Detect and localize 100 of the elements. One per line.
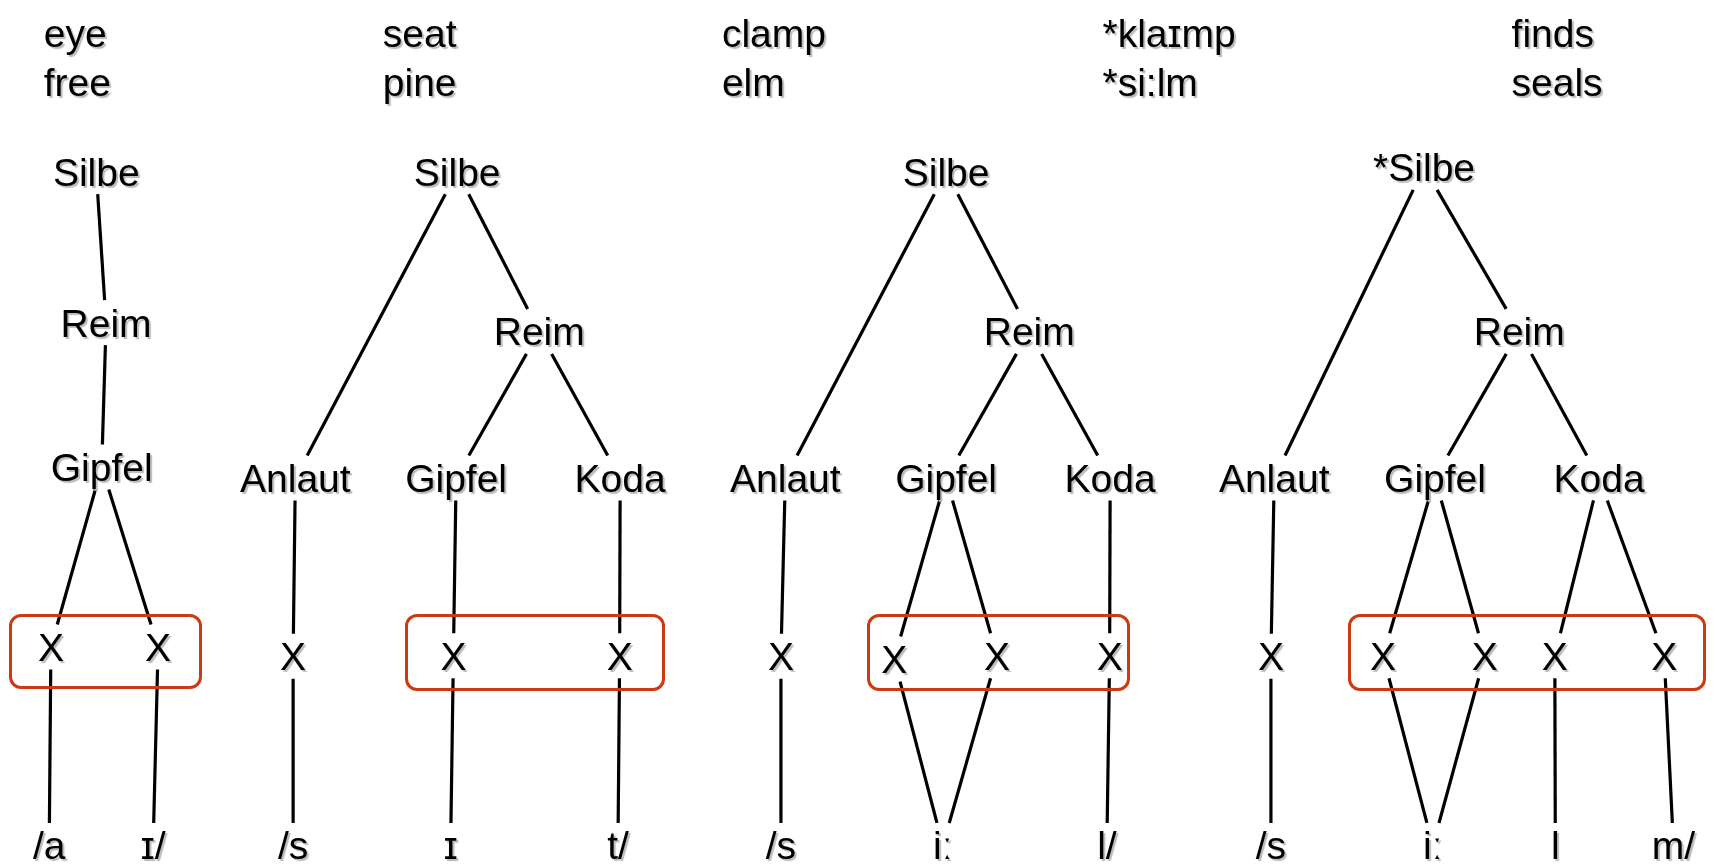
tree-node-label: /s [277, 825, 309, 865]
tree-node-label: X [1096, 636, 1123, 676]
tree-node-label: X [37, 627, 64, 667]
highlight-frame [1347, 613, 1707, 692]
tree-branch-line [1558, 500, 1595, 634]
tree-node-label: X [440, 636, 467, 676]
example-word: *klaɪmp [1102, 13, 1236, 53]
example-word: free [43, 62, 111, 102]
tree-branch-line [779, 500, 787, 634]
tree-branch-line [100, 345, 107, 445]
tree-node-label: iː [1423, 825, 1443, 865]
tree-branch-line [1530, 353, 1589, 457]
tree-node-label: ɪ [443, 825, 458, 865]
tree-branch-line [795, 193, 936, 457]
tree-node-label: X [984, 636, 1010, 676]
tree-node-label: Silbe [413, 152, 501, 192]
example-word: finds [1511, 13, 1594, 53]
tree-branch-line [1435, 189, 1508, 310]
tree-branch-line [55, 489, 97, 625]
tree-branch-line [449, 678, 455, 823]
tree-branch-line [96, 194, 107, 301]
tree-node-label: Reim [983, 311, 1075, 351]
tree-branch-line [947, 677, 993, 824]
tree-branch-line [1040, 353, 1100, 457]
example-word: seat [382, 13, 457, 53]
tree-node-label: Gipfel [405, 458, 508, 498]
tree-node-label: *Silbe [1373, 147, 1475, 187]
tree-branch-line [1388, 500, 1430, 634]
tree-node-label: X [606, 636, 633, 676]
example-word: *si:lm [1102, 62, 1198, 102]
tree-node-label: iː [933, 825, 953, 865]
tree-node-label: Silbe [902, 152, 990, 192]
tree-branch-line [1446, 353, 1508, 457]
tree-node-label: Anlaut [240, 458, 351, 498]
tree-node-label: Reim [493, 311, 585, 351]
tree-node-label: X [145, 627, 172, 667]
example-word: clamp [721, 13, 826, 53]
tree-branch-line [898, 681, 939, 824]
example-word: seals [1511, 62, 1603, 102]
highlight-frame [8, 613, 203, 690]
tree-node-label: m/ [1651, 825, 1696, 865]
tree-branch-line [467, 193, 530, 310]
tree-node-label: /s [765, 825, 797, 865]
tree-node-label: Gipfel [1384, 458, 1486, 498]
tree-branch-line [1105, 678, 1111, 823]
tree-branch-line [305, 193, 447, 457]
tree-branch-line [616, 678, 622, 823]
tree-branch-line [618, 500, 622, 634]
tree-branch-line [1553, 678, 1557, 823]
tree-node-label: X [280, 636, 307, 676]
tree-node-label: X [1651, 636, 1678, 676]
tree-branch-line [47, 669, 53, 823]
tree-branch-line [1437, 677, 1481, 824]
tree-node-label: t/ [607, 825, 629, 865]
tree-node-label: Silbe [52, 152, 140, 192]
tree-branch-line [1269, 500, 1276, 634]
tree-branch-line [951, 500, 993, 634]
tree-branch-line [1439, 500, 1481, 634]
tree-node-label: Reim [1473, 311, 1565, 351]
example-word: elm [721, 62, 785, 102]
tree-node-label: ɪ/ [140, 825, 166, 865]
highlight-frame [867, 613, 1130, 692]
tree-node-label: Anlaut [730, 458, 841, 498]
tree-node-label: l [1551, 825, 1560, 865]
tree-branch-line [1269, 678, 1273, 823]
tree-branch-line [1663, 678, 1674, 824]
tree-node-label: Koda [1553, 458, 1645, 498]
highlight-frame [404, 613, 665, 692]
example-word: pine [382, 62, 457, 102]
tree-branch-line [1108, 500, 1112, 634]
tree-branch-line [1283, 189, 1415, 457]
tree-node-label: /s [1255, 825, 1287, 865]
example-word: eye [43, 13, 107, 53]
tree-node-label: /a [32, 825, 66, 865]
tree-node-label: X [1471, 636, 1498, 676]
tree-branch-line [1387, 677, 1429, 824]
tree-node-label: l/ [1097, 825, 1117, 865]
tree-node-label: Gipfel [895, 458, 998, 498]
tree-branch-line [107, 489, 153, 625]
tree-branch-line [957, 353, 1018, 457]
tree-node-label: Koda [574, 458, 666, 498]
tree-node-label: Anlaut [1218, 458, 1330, 498]
tree-node-label: X [767, 636, 794, 676]
tree-branch-line [779, 678, 783, 823]
tree-node-label: Reim [60, 303, 152, 343]
tree-node-label: X [1541, 636, 1568, 676]
tree-branch-line [899, 500, 942, 637]
tree-branch-line [956, 193, 1019, 310]
tree-branch-line [452, 500, 458, 634]
tree-node-label: Gipfel [50, 447, 153, 487]
tree-branch-line [1605, 499, 1658, 634]
tree-node-label: X [1370, 636, 1397, 676]
tree-branch-line [291, 500, 297, 634]
tree-branch-line [291, 678, 295, 823]
tree-branch-line [467, 353, 528, 457]
tree-node-label: X [1257, 636, 1284, 676]
tree-node-label: X [881, 639, 908, 679]
tree-branch-line [152, 669, 160, 823]
tree-node-label: Koda [1064, 458, 1156, 498]
tree-branch-line [550, 353, 610, 457]
